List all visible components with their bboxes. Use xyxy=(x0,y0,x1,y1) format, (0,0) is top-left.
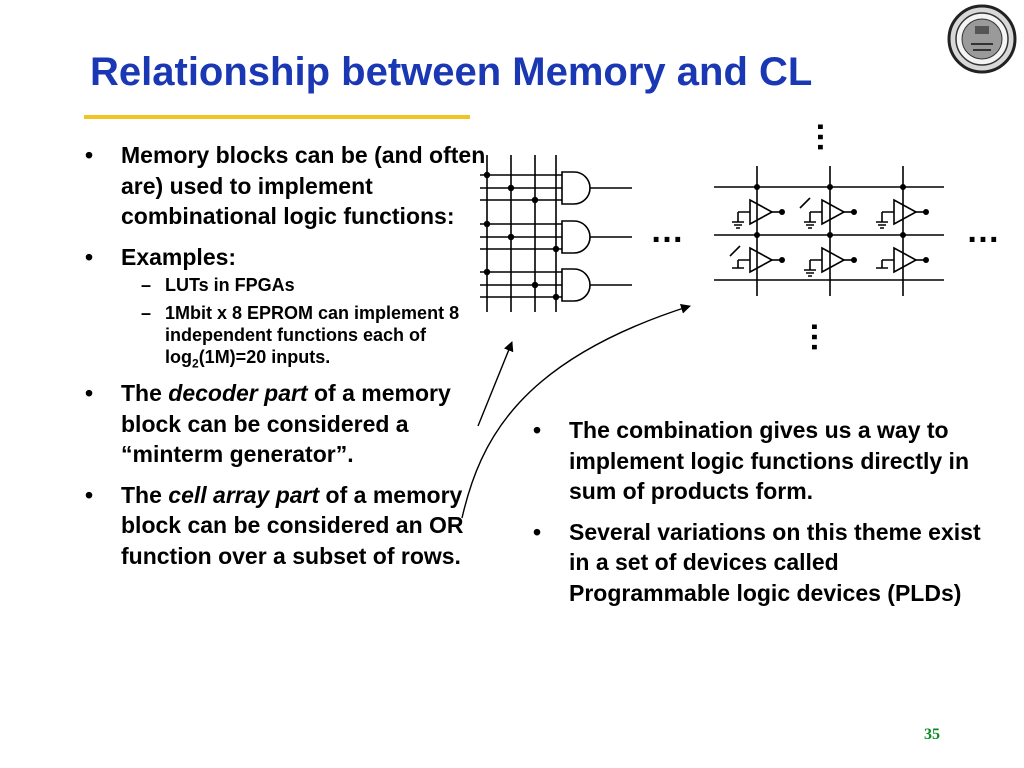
sub-bullet-text-a: 1Mbit x 8 EPROM can implement 8 independ… xyxy=(165,303,460,367)
bullet-text: Examples: xyxy=(121,243,237,270)
sub-bullet-eprom: – 1Mbit x 8 EPROM can implement 8 indepe… xyxy=(121,302,495,371)
sub-bullet-text: LUTs in FPGAs xyxy=(165,275,295,295)
ellipsis-horizontal-right: … xyxy=(966,212,1000,250)
examples-sub-list: – LUTs in FPGAs – 1Mbit x 8 EPROM can im… xyxy=(121,274,495,371)
sub-bullet-text-b: (1M)=20 inputs. xyxy=(198,347,331,367)
tristate-buffer-icon xyxy=(729,197,926,277)
bullet-combination: • The combination gives us a way to impl… xyxy=(533,415,993,507)
ellipsis-vertical-top: … xyxy=(811,121,847,153)
bullet-mark: • xyxy=(85,142,94,168)
bullet-text-post: of a memory block can be considered a “m… xyxy=(121,380,451,467)
sub-bullet-mark: – xyxy=(141,303,152,323)
bullet-mark: • xyxy=(85,481,94,508)
bullet-variations: • Several variations on this theme exist… xyxy=(533,517,993,609)
title-underline xyxy=(84,115,470,119)
slide-title: Relationship between Memory and CL xyxy=(90,50,813,94)
bullet-text: Memory blocks can be (and often are) use… xyxy=(121,142,486,229)
and-gate-icon xyxy=(561,171,591,205)
university-seal-icon xyxy=(947,4,1017,74)
arrow-icon xyxy=(461,303,691,519)
bullet-mark: • xyxy=(85,380,94,406)
decoder-junction-dots xyxy=(483,171,560,301)
bullet-examples: • Examples: – LUTs in FPGAs – 1Mbit x 8 … xyxy=(85,242,495,371)
ellipsis-vertical-bottom: … xyxy=(805,321,841,353)
bullet-text-pre: The xyxy=(121,481,169,508)
bullet-text: The combination gives us a way to implem… xyxy=(569,417,969,504)
sub-bullet-mark: – xyxy=(141,275,152,295)
bullet-mark: • xyxy=(533,417,542,443)
ellipsis-horizontal-middle: … xyxy=(650,212,684,250)
bullet-text-post: of a memory block can be considered an O… xyxy=(121,481,464,569)
subscript-2: 2 xyxy=(192,356,199,371)
right-bullet-list: • The combination gives us a way to impl… xyxy=(533,415,993,618)
emphasis-cell-array-part: cell array part xyxy=(168,481,320,508)
sub-bullet-luts: – LUTs in FPGAs xyxy=(121,274,495,296)
bullet-cell-array-part: • The cell array part of a memory block … xyxy=(85,480,495,572)
bullet-decoder-part: • The decoder part of a memory block can… xyxy=(85,378,495,470)
emphasis-decoder-part: decoder part xyxy=(168,380,308,406)
bullet-mark: • xyxy=(533,518,542,545)
and-gate-icon xyxy=(561,268,591,302)
bullet-text: Several variations on this theme exist i… xyxy=(569,518,981,606)
bullet-mark: • xyxy=(85,243,94,270)
bullet-memory-blocks: • Memory blocks can be (and often are) u… xyxy=(85,140,495,232)
left-bullet-list: • Memory blocks can be (and often are) u… xyxy=(85,140,495,581)
page-number: 35 xyxy=(924,726,940,743)
decoder-and-array xyxy=(480,155,632,312)
bullet-text-pre: The xyxy=(121,380,169,406)
and-gate-icon xyxy=(561,220,591,254)
cell-junction-dots xyxy=(754,184,929,263)
